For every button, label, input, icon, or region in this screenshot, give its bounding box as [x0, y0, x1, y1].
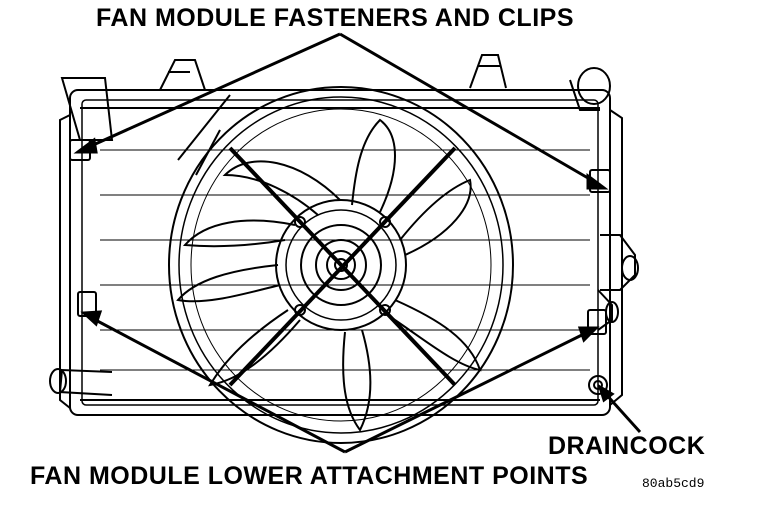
- fan-blades: [176, 118, 482, 432]
- draincock-label: DRAINCOCK: [548, 432, 706, 460]
- fan-hub: [275, 199, 407, 331]
- callout-lines: [73, 32, 642, 454]
- figure-code: 80ab5cd9: [642, 476, 705, 491]
- radiator: [49, 54, 639, 416]
- fan-shroud: [168, 86, 514, 444]
- lower-attachment-label: FAN MODULE LOWER ATTACHMENT POINTS: [30, 462, 589, 490]
- fasteners-label: FAN MODULE FASTENERS AND CLIPS: [96, 4, 574, 32]
